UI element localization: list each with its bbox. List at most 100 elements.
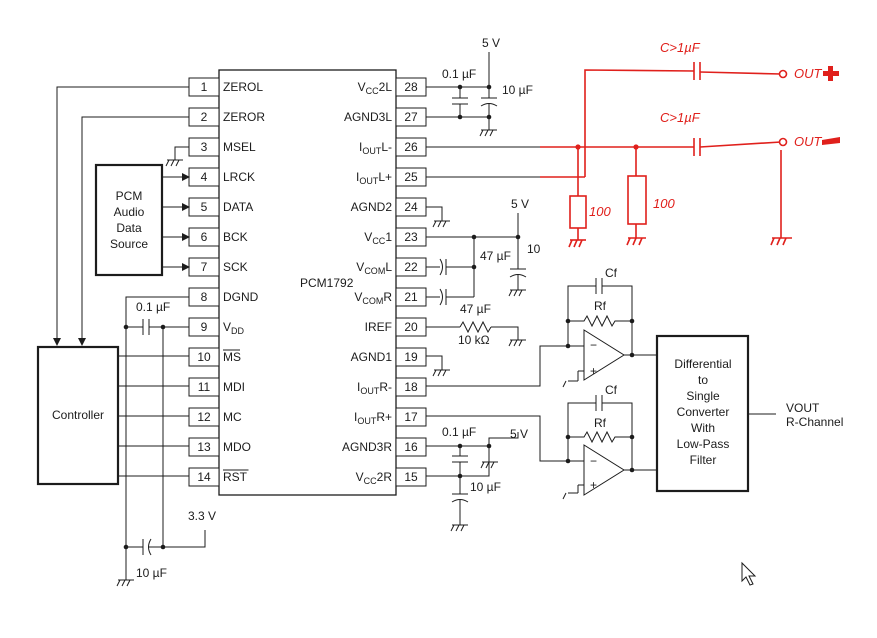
pin-21-label: VCOMR <box>354 290 392 306</box>
pin-28-label: VCC2L <box>358 80 393 96</box>
pin-13-box <box>188 437 220 457</box>
vout-sub-label: R-Channel <box>786 415 843 429</box>
ground-icons-left <box>116 159 183 587</box>
opamp2-minus: − <box>590 454 597 468</box>
converter-line-6: Low-Pass <box>677 437 730 451</box>
pin-5-label: DATA <box>223 200 253 214</box>
right-side-wires <box>426 52 584 525</box>
pin-5-number: 5 <box>201 200 208 214</box>
opamp-2 <box>567 395 657 496</box>
r1-annotation: 100 <box>589 204 611 219</box>
pin-11-number: 11 <box>198 380 211 394</box>
ground-icons-right <box>432 129 578 532</box>
controller-wires <box>53 86 206 580</box>
cap-vdd-label: 0.1 µF <box>136 300 170 314</box>
pin-16-label: AGND3R <box>342 440 392 454</box>
mouse-cursor-icon <box>741 561 757 586</box>
pin-8-label: DGND <box>223 290 259 304</box>
pin-24-label: AGND2 <box>351 200 393 214</box>
pin-22-number: 22 <box>404 260 418 274</box>
cap-top-annotation: C>1µF <box>660 40 701 55</box>
pin-26-number: 26 <box>404 140 418 154</box>
cap-mid-annotation: C>1µF <box>660 110 701 125</box>
res-iref-label: 10 kΩ <box>458 333 490 347</box>
rf1-label: Rf <box>594 299 607 313</box>
source-arrows <box>162 173 190 271</box>
cap-47-vcom-label: 47 µF <box>480 249 511 263</box>
pin-28-number: 28 <box>404 80 418 94</box>
pin-19-number: 19 <box>404 350 418 364</box>
pin-11-label: MDI <box>223 380 245 394</box>
pcm-source-line-3: Data <box>116 221 142 235</box>
pin-18-box <box>395 377 427 397</box>
red-minus-icon <box>822 137 840 145</box>
chip-name: PCM1792 <box>300 276 354 290</box>
pcm-source-line-4: Source <box>110 237 148 251</box>
pin-20-number: 20 <box>404 320 418 334</box>
pin-13-label: MDO <box>223 440 251 454</box>
pin-27-label: AGND3L <box>344 110 392 124</box>
pin-16-number: 16 <box>404 440 418 454</box>
opamp2-plus: + <box>590 478 597 492</box>
pin-6-label: BCK <box>223 230 248 244</box>
cap-01-top-label: 0.1 µF <box>442 67 476 81</box>
out-mid-annotation: OUT <box>794 134 823 149</box>
output-terminal-icons <box>778 69 788 147</box>
pin-1-label: ZEROL <box>223 80 263 94</box>
pin-19-label: AGND1 <box>351 350 393 364</box>
pin-3-label: MSEL <box>223 140 256 154</box>
pin-3-number: 3 <box>201 140 208 154</box>
converter-line-5: With <box>691 421 715 435</box>
supply-mid-label: 5 V <box>511 197 529 211</box>
pin-14-label: RST <box>223 470 248 484</box>
opamp1-minus: − <box>590 338 597 352</box>
converter-line-2: to <box>698 373 708 387</box>
pin-1-number: 1 <box>201 80 208 94</box>
pin-12-label: MC <box>223 410 242 424</box>
pin-21-number: 21 <box>404 290 418 304</box>
cap-47-iref-label: 47 µF <box>460 302 491 316</box>
cap-33v-label: 10 µF <box>136 566 167 580</box>
pcm-source-line-1: PCM <box>116 189 143 203</box>
pcm-source-block <box>94 163 164 277</box>
converter-line-4: Converter <box>677 405 730 419</box>
supply-top-label: 5 V <box>482 36 500 50</box>
pin-18-label: IOUTR- <box>357 380 392 396</box>
pcm1792-chip-body <box>218 69 397 496</box>
pin-25-label: IOUTL+ <box>356 170 392 186</box>
right-pin-group: 28 VCC2L 27 AGND3L 26 IOUTL- 25 IOUTL+ 24 AGND2 23… <box>342 77 427 487</box>
pin-12-box <box>188 407 220 427</box>
pin-27-number: 27 <box>404 110 418 124</box>
controller-junctions <box>123 324 166 550</box>
pin-23-number: 23 <box>404 230 418 244</box>
r2-annotation: 100 <box>653 196 675 211</box>
pin-8-number: 8 <box>201 290 208 304</box>
pin-11-box <box>188 377 220 397</box>
cap-01-bot-label: 0.1 µF <box>442 425 476 439</box>
pin-25-number: 25 <box>404 170 418 184</box>
pin-9-label: VDD <box>223 320 245 336</box>
pin-12-number: 12 <box>197 410 211 424</box>
cap-10-bot-label: 10 µF <box>470 480 501 494</box>
pin-19-box <box>395 347 427 367</box>
pin-26-label: IOUTL- <box>359 140 392 156</box>
pin-7-label: SCK <box>223 260 248 274</box>
pin-4-number: 4 <box>201 170 208 184</box>
pin-9-number: 9 <box>201 320 208 334</box>
pin-10-label: MS <box>223 350 241 364</box>
cap-10-mid-label: 10 <box>527 242 541 256</box>
converter-line-7: Filter <box>690 453 717 467</box>
pin-24-number: 24 <box>404 200 418 214</box>
pin-15-label: VCC2R <box>356 470 393 486</box>
pin-23-label: VCC1 <box>364 230 392 246</box>
pin-2-number: 2 <box>201 110 208 124</box>
converter-line-1: Differential <box>674 357 731 371</box>
pin-10-box <box>188 347 220 367</box>
pin-2-label: ZEROR <box>223 110 265 124</box>
pin-17-label: IOUTR+ <box>354 410 392 426</box>
pin-16-box <box>395 437 427 457</box>
pin-10-number: 10 <box>197 350 211 364</box>
pin-7-number: 7 <box>201 260 208 274</box>
pin-17-box <box>395 407 427 427</box>
